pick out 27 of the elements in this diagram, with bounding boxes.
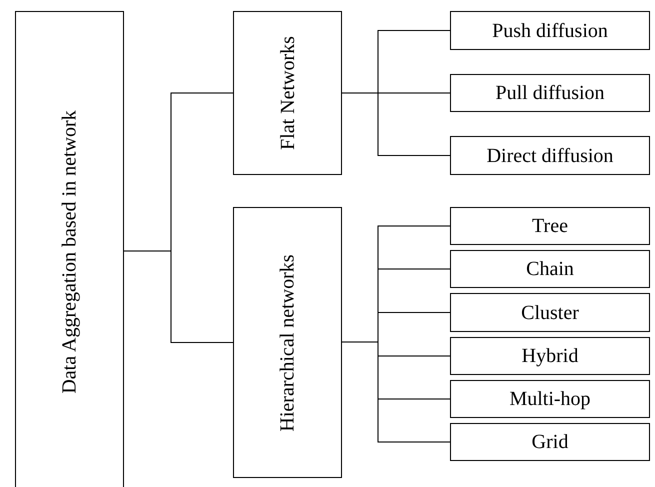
category-box bbox=[450, 380, 650, 418]
category-box bbox=[450, 11, 650, 50]
box-label: Push diffusion bbox=[492, 20, 608, 42]
box-label: Tree bbox=[532, 215, 568, 237]
category-box bbox=[450, 207, 650, 245]
box-label: Hierarchical networks bbox=[276, 254, 298, 432]
category-box bbox=[233, 11, 342, 175]
category-box bbox=[15, 11, 124, 487]
category-box bbox=[233, 207, 342, 478]
box-label: Flat Networks bbox=[276, 36, 298, 150]
box-label: Direct diffusion bbox=[486, 144, 614, 166]
box-label: Data Aggregation based in network bbox=[58, 110, 80, 394]
box-label: Multi-hop bbox=[509, 388, 591, 410]
connector-line bbox=[124, 250, 234, 343]
connector-line bbox=[342, 342, 450, 442]
category-box bbox=[450, 74, 650, 112]
box-label: Hybrid bbox=[522, 345, 578, 367]
box-label: Grid bbox=[532, 431, 568, 453]
category-box bbox=[450, 337, 650, 375]
box-label: Chain bbox=[526, 258, 574, 280]
category-box bbox=[450, 423, 650, 461]
connector-line bbox=[342, 92, 450, 156]
category-box bbox=[450, 293, 650, 332]
category-box bbox=[450, 250, 650, 288]
box-label: Cluster bbox=[521, 302, 579, 324]
category-box bbox=[450, 136, 650, 175]
box-label: Pull diffusion bbox=[495, 82, 605, 104]
